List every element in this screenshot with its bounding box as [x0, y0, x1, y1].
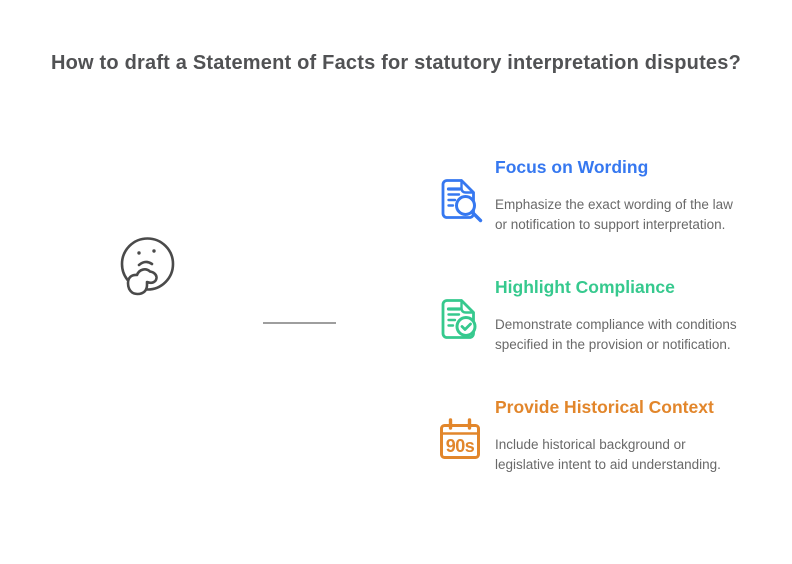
- section-body: Demonstrate compliance with conditions s…: [495, 317, 737, 352]
- section-highlight-compliance: Highlight Compliance Demonstrate complia…: [436, 278, 748, 354]
- calendar-90s-icon: 90s: [436, 416, 484, 464]
- thinking-face-icon: [114, 233, 180, 301]
- section-body: Include historical background or legisla…: [495, 437, 721, 472]
- document-check-icon: [436, 296, 484, 344]
- section-heading: Provide Historical Context: [495, 397, 714, 417]
- calendar-label: 90s: [446, 436, 475, 456]
- section-focus-on-wording: Focus on Wording Emphasize the exact wor…: [436, 158, 748, 234]
- page-title: How to draft a Statement of Facts for st…: [50, 52, 741, 74]
- document-search-icon: [436, 176, 484, 224]
- section-heading: Highlight Compliance: [495, 277, 675, 297]
- connector-line: [263, 322, 336, 324]
- section-body: Emphasize the exact wording of the law o…: [495, 197, 733, 232]
- section-heading: Focus on Wording: [495, 157, 649, 177]
- section-provide-historical-context: 90s Provide Historical Context Include h…: [436, 398, 748, 474]
